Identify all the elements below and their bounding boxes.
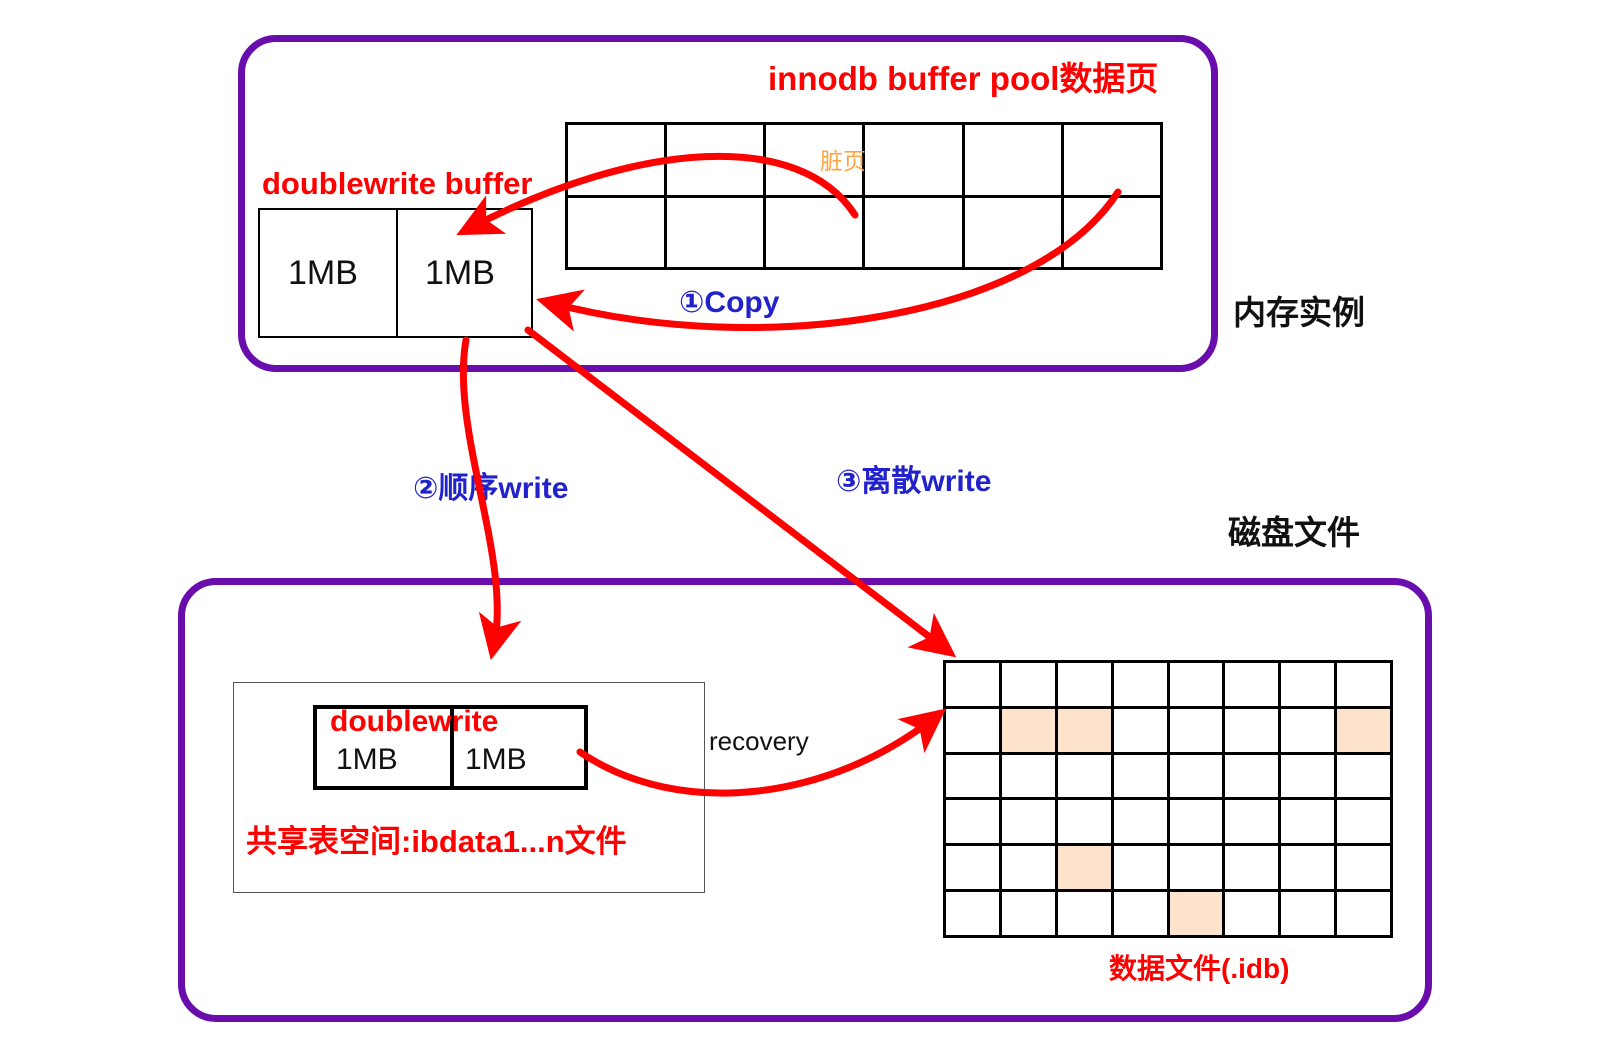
data-file-cell-1-1 (1001, 708, 1055, 752)
data-file-cell-2-7 (1337, 754, 1390, 798)
data-file-cell-5-7 (1337, 892, 1390, 935)
buffer-pool-title: innodb buffer pool数据页 (768, 60, 1159, 97)
buffer-pool-cell-0-0 (568, 125, 665, 195)
buffer-pool-cell-1-2 (766, 197, 863, 267)
flow-label-step2: ②顺序write (413, 472, 569, 505)
data-file-cell-1-7 (1337, 708, 1390, 752)
data-file-grid (943, 660, 1393, 938)
buffer-pool-cell-0-4 (964, 125, 1061, 195)
data-file-cell-5-3 (1113, 892, 1167, 935)
shared-tablespace-segment-1: 1MB (465, 743, 527, 776)
data-file-cell-2-2 (1057, 754, 1111, 798)
data-file-cell-5-1 (1001, 892, 1055, 935)
data-file-cell-5-5 (1225, 892, 1279, 935)
data-file-cell-4-5 (1225, 846, 1279, 890)
data-file-cell-0-1 (1001, 663, 1055, 706)
data-file-cell-4-0 (946, 846, 999, 890)
data-file-cell-2-3 (1113, 754, 1167, 798)
data-file-cell-3-6 (1281, 800, 1335, 844)
doublewrite-buffer-box: 1MB 1MB (258, 208, 533, 338)
data-file-cell-1-6 (1281, 708, 1335, 752)
data-file-cell-5-0 (946, 892, 999, 935)
data-file-cell-2-5 (1225, 754, 1279, 798)
doublewrite-buffer-segment-0: 1MB (288, 254, 358, 292)
data-file-cell-0-0 (946, 663, 999, 706)
doublewrite-buffer-title: doublewrite buffer (262, 166, 533, 201)
data-file-cell-0-7 (1337, 663, 1390, 706)
data-file-cell-4-7 (1337, 846, 1390, 890)
buffer-pool-cell-1-1 (667, 197, 764, 267)
data-file-cell-1-4 (1169, 708, 1223, 752)
data-file-cell-0-6 (1281, 663, 1335, 706)
flow-label-recovery: recovery (709, 726, 809, 756)
doublewrite-buffer-divider (396, 210, 398, 336)
data-file-cell-5-4 (1169, 892, 1223, 935)
data-file-cell-3-3 (1113, 800, 1167, 844)
buffer-pool-cell-1-0 (568, 197, 665, 267)
data-file-cell-0-2 (1057, 663, 1111, 706)
data-file-cell-1-0 (946, 708, 999, 752)
data-file-cell-0-3 (1113, 663, 1167, 706)
data-file-cell-5-6 (1281, 892, 1335, 935)
buffer-pool-cell-0-3 (865, 125, 962, 195)
data-file-cell-5-2 (1057, 892, 1111, 935)
buffer-pool-grid (565, 122, 1163, 270)
data-file-cell-3-7 (1337, 800, 1390, 844)
data-file-cell-4-6 (1281, 846, 1335, 890)
shared-tablespace-doublewrite-title: doublewrite (330, 705, 499, 738)
data-file-cell-1-2 (1057, 708, 1111, 752)
data-file-cell-4-4 (1169, 846, 1223, 890)
flow-label-step1: ①Copy (679, 286, 780, 319)
buffer-pool-cell-1-5 (1063, 197, 1160, 267)
data-file-cell-2-6 (1281, 754, 1335, 798)
buffer-pool-cell-0-5 (1063, 125, 1160, 195)
data-file-cell-0-4 (1169, 663, 1223, 706)
buffer-pool-cell-1-4 (964, 197, 1061, 267)
data-file-cell-3-1 (1001, 800, 1055, 844)
data-file-cell-1-5 (1225, 708, 1279, 752)
disk-files-side-label: 磁盘文件 (1228, 514, 1360, 551)
data-file-cell-0-5 (1225, 663, 1279, 706)
buffer-pool-cell-1-3 (865, 197, 962, 267)
shared-tablespace-doublewrite-divider (450, 709, 454, 786)
flow-label-step3: ③离散write (836, 465, 992, 498)
data-file-cell-3-2 (1057, 800, 1111, 844)
data-file-cell-3-0 (946, 800, 999, 844)
doublewrite-buffer-segment-1: 1MB (425, 254, 495, 292)
shared-tablespace-caption: 共享表空间:ibdata1...n文件 (246, 824, 627, 859)
dirty-page-label: 脏页 (820, 148, 866, 174)
data-file-cell-2-1 (1001, 754, 1055, 798)
data-file-cell-4-2 (1057, 846, 1111, 890)
data-file-cell-4-3 (1113, 846, 1167, 890)
data-file-cell-2-0 (946, 754, 999, 798)
data-file-cell-1-3 (1113, 708, 1167, 752)
data-file-cell-3-4 (1169, 800, 1223, 844)
shared-tablespace-segment-0: 1MB (336, 743, 398, 776)
data-file-cell-3-5 (1225, 800, 1279, 844)
data-file-cell-2-4 (1169, 754, 1223, 798)
memory-instance-side-label: 内存实例 (1233, 294, 1365, 331)
data-file-caption: 数据文件(.idb) (1109, 953, 1290, 984)
data-file-cell-4-1 (1001, 846, 1055, 890)
buffer-pool-cell-0-1 (667, 125, 764, 195)
